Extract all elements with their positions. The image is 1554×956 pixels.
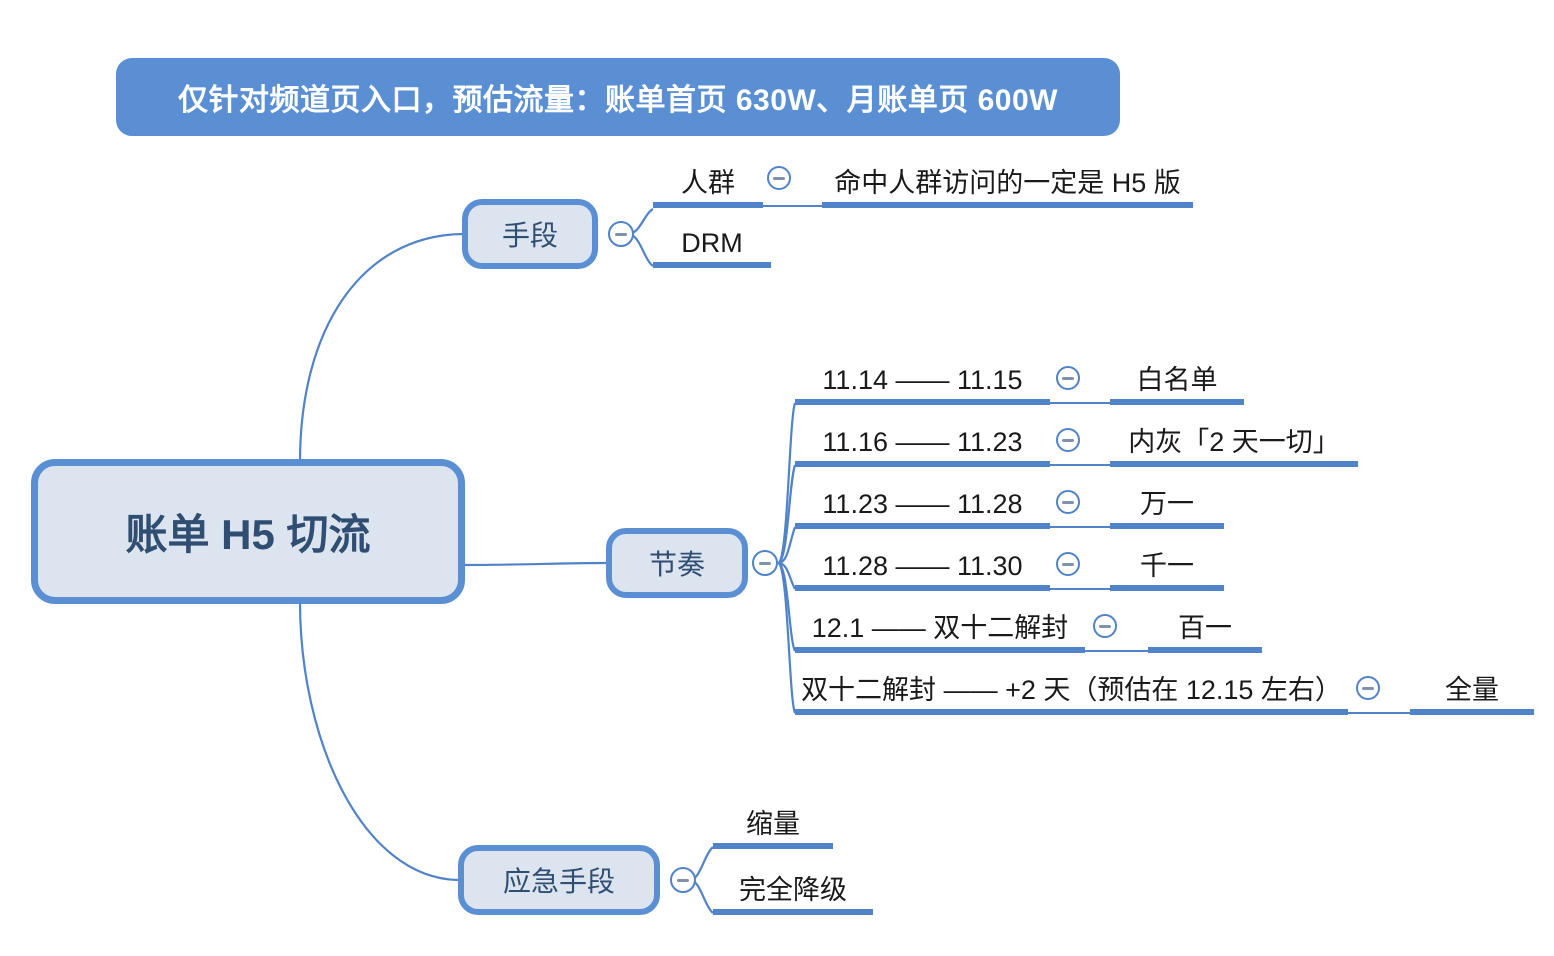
- collapse-toggle-period-1[interactable]: [1056, 366, 1080, 390]
- collapse-toggle-period-2[interactable]: [1056, 428, 1080, 452]
- topic-period-5-detail-label: 百一: [1178, 612, 1232, 643]
- topic-period-3-detail-label: 万一: [1140, 488, 1194, 519]
- topic-period-3-detail[interactable]: 万一: [1110, 481, 1224, 529]
- topic-drm-label: DRM: [681, 227, 743, 258]
- branch-node-jiezou-label: 节奏: [648, 549, 705, 580]
- topic-renqun-detail-label: 命中人群访问的一定是 H5 版: [834, 167, 1181, 198]
- topic-period-6-detail[interactable]: 全量: [1410, 667, 1534, 715]
- topic-suoliang[interactable]: 缩量: [713, 801, 833, 849]
- topic-period-3-label: 11.23 —— 11.28: [822, 488, 1023, 519]
- topic-period-1-detail[interactable]: 白名单: [1110, 357, 1244, 405]
- topic-period-2-detail-label: 内灰「2 天一切」: [1128, 426, 1340, 457]
- topic-period-1-label: 11.14 —— 11.15: [822, 364, 1023, 395]
- topic-period-2[interactable]: 11.16 —— 11.23: [795, 419, 1050, 467]
- collapse-toggle-period-5[interactable]: [1093, 614, 1117, 638]
- topic-period-5-detail[interactable]: 百一: [1148, 605, 1262, 653]
- collapse-toggle-period-3[interactable]: [1056, 490, 1080, 514]
- topic-period-2-label: 11.16 —— 11.23: [822, 426, 1023, 457]
- collapse-toggle-jiezou[interactable]: [752, 550, 778, 576]
- topic-suoliang-label: 缩量: [746, 808, 800, 839]
- collapse-toggle-period-4[interactable]: [1056, 552, 1080, 576]
- topic-period-6-label: 双十二解封 —— +2 天（预估在 12.15 左右）: [801, 674, 1342, 705]
- topic-renqun-detail[interactable]: 命中人群访问的一定是 H5 版: [822, 160, 1193, 208]
- branch-node-yingji[interactable]: 应急手段: [458, 845, 660, 915]
- branch-node-shouduan-label: 手段: [501, 220, 558, 251]
- topic-period-6[interactable]: 双十二解封 —— +2 天（预估在 12.15 左右）: [795, 667, 1348, 715]
- topic-period-4-detail[interactable]: 千一: [1110, 543, 1224, 591]
- branch-node-shouduan[interactable]: 手段: [462, 199, 598, 269]
- topic-renqun-label: 人群: [681, 167, 735, 198]
- collapse-toggle-shouduan[interactable]: [608, 221, 634, 247]
- topic-period-6-detail-label: 全量: [1445, 674, 1499, 705]
- header-banner-text: 仅针对频道页入口，预估流量：账单首页 630W、月账单页 600W: [178, 84, 1058, 117]
- topic-wanquanjiangji[interactable]: 完全降级: [713, 867, 873, 915]
- root-node[interactable]: 账单 H5 切流: [31, 459, 465, 604]
- topic-period-5-label: 12.1 —— 双十二解封: [811, 612, 1069, 643]
- collapse-toggle-yingji[interactable]: [670, 867, 696, 893]
- topic-period-4-label: 11.28 —— 11.30: [822, 550, 1023, 581]
- header-banner: 仅针对频道页入口，预估流量：账单首页 630W、月账单页 600W: [116, 58, 1120, 136]
- topic-drm[interactable]: DRM: [653, 220, 771, 268]
- topic-period-1-detail-label: 白名单: [1136, 364, 1218, 395]
- topic-wanquanjiangji-label: 完全降级: [739, 874, 847, 905]
- root-node-label: 账单 H5 切流: [125, 511, 371, 558]
- branch-node-jiezou[interactable]: 节奏: [606, 528, 748, 598]
- branch-node-yingji-label: 应急手段: [502, 866, 615, 897]
- topic-period-4[interactable]: 11.28 —— 11.30: [795, 543, 1050, 591]
- topic-renqun[interactable]: 人群: [653, 160, 763, 208]
- collapse-toggle-renqun[interactable]: [767, 166, 791, 190]
- collapse-toggle-period-6[interactable]: [1356, 676, 1380, 700]
- topic-period-3[interactable]: 11.23 —— 11.28: [795, 481, 1050, 529]
- topic-period-5[interactable]: 12.1 —— 双十二解封: [795, 605, 1085, 653]
- topic-period-4-detail-label: 千一: [1140, 550, 1194, 581]
- topic-period-1[interactable]: 11.14 —— 11.15: [795, 357, 1050, 405]
- topic-period-2-detail[interactable]: 内灰「2 天一切」: [1110, 419, 1358, 467]
